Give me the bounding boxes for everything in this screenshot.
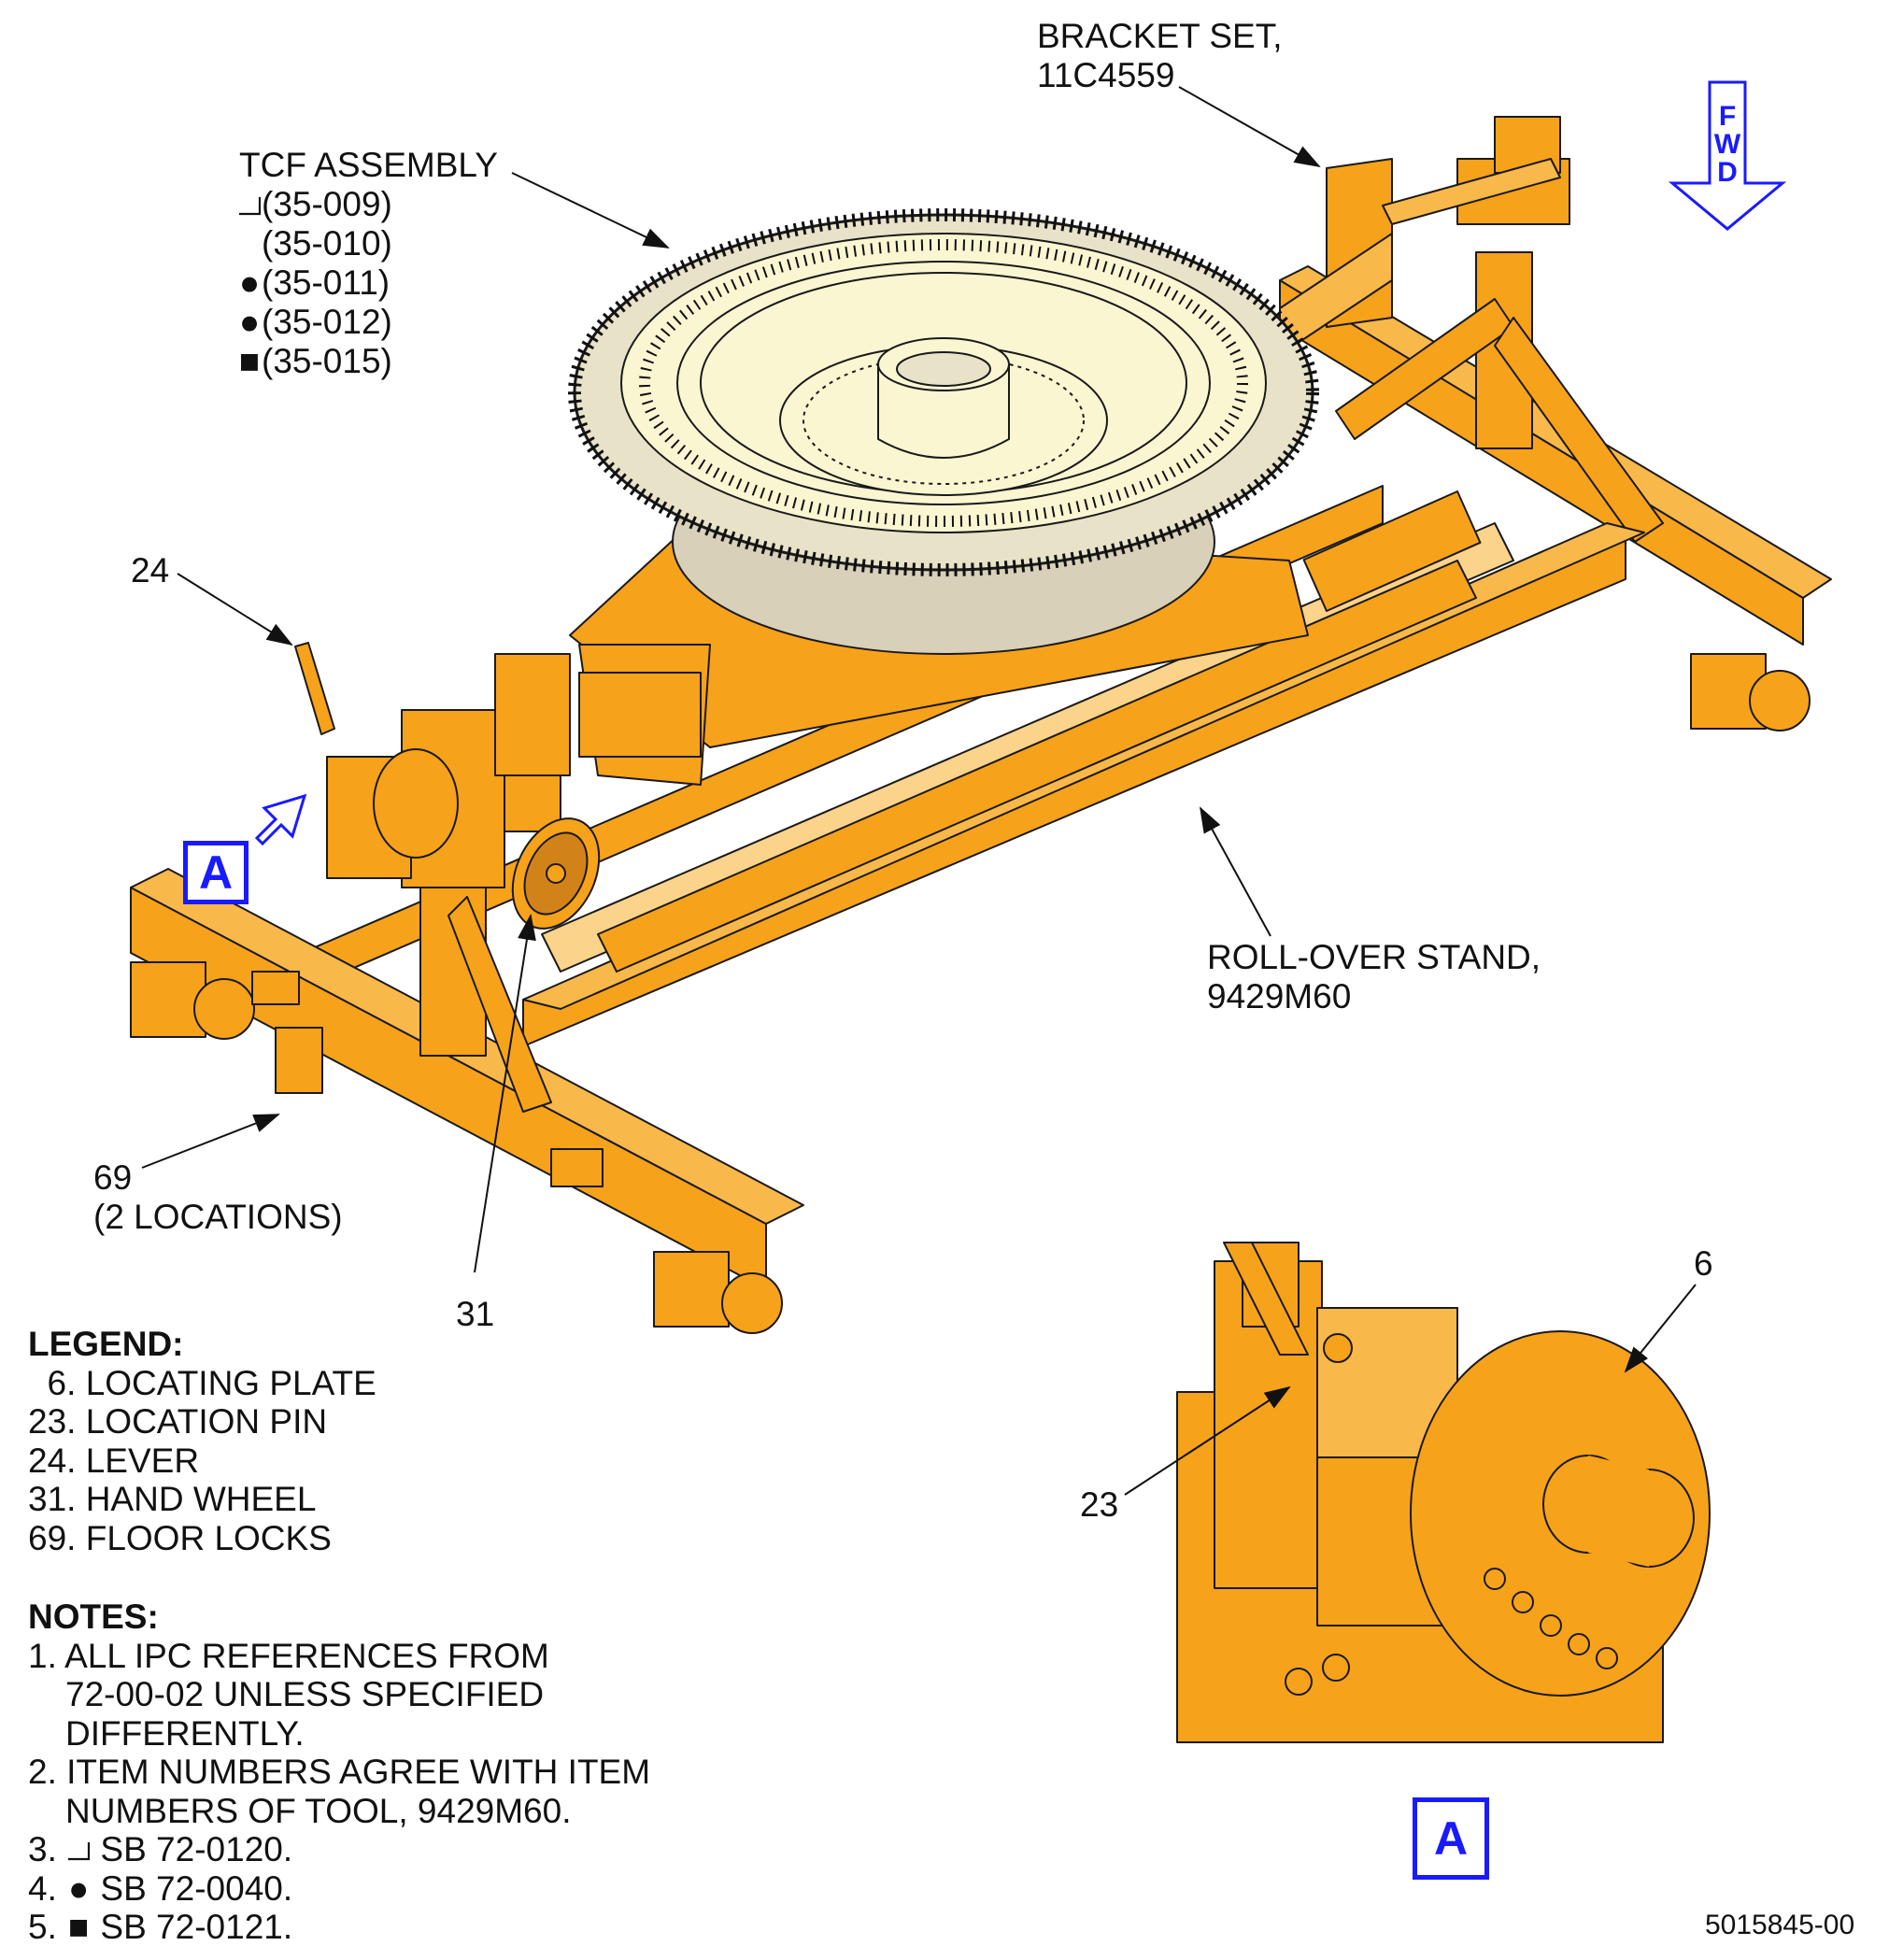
tcf-ref: ■(35-015) — [238, 342, 392, 380]
callout-line: 9429M60 — [1207, 977, 1352, 1016]
note-line: 3. SB 72-0120. — [28, 1830, 293, 1869]
legend: LEGEND: 6. LOCATING PLATE 23. LOCATION P… — [28, 1325, 376, 1557]
square-icon: ■ — [67, 1908, 90, 1946]
callout-bracket-set: BRACKET SET, 11C4559 — [1037, 17, 1283, 95]
view-direction-arrow — [254, 793, 307, 846]
leader-6 — [1624, 1284, 1697, 1373]
fwd-letter: F — [1718, 101, 1737, 132]
detail-view-a — [1176, 1242, 1711, 1743]
tcf-ref: (35-010) — [262, 224, 392, 263]
leader-24 — [177, 573, 293, 646]
leader-31 — [474, 914, 536, 1273]
view-marker-a: A — [183, 841, 249, 904]
leader-tcf — [511, 172, 670, 249]
callout-23: 23 — [1080, 1485, 1119, 1524]
circle-icon: ● — [238, 303, 261, 341]
note-line: 5. ■ SB 72-0121. — [28, 1908, 293, 1946]
leader-roll-over — [1200, 806, 1271, 937]
note-line: 72-00-02 UNLESS SPECIFIED — [65, 1675, 545, 1713]
tcf-ref: (35-009) — [237, 185, 392, 224]
notes: NOTES: 1. ALL IPC REFERENCES FROM 72-00-… — [28, 1598, 650, 1947]
legend-item: 24. LEVER — [28, 1441, 200, 1480]
locating-plate — [373, 748, 459, 859]
legend-item: 31. HAND WHEEL — [28, 1480, 317, 1518]
square-icon: ■ — [238, 342, 261, 380]
note-line: DIFFERENTLY. — [65, 1713, 305, 1753]
lever — [294, 642, 335, 735]
location-pin — [1323, 1333, 1353, 1363]
caster-front-right — [653, 1251, 730, 1328]
callout-31: 31 — [456, 1295, 495, 1333]
tcf-ref: ●(35-012) — [238, 303, 392, 341]
caster-front-left — [130, 961, 206, 1038]
circle-icon: ● — [238, 263, 261, 302]
fwd-letter: D — [1717, 157, 1738, 188]
tcf-ref: ●(35-011) — [238, 263, 391, 302]
callout-24: 24 — [131, 551, 170, 589]
leader-69 — [141, 1114, 280, 1169]
spring — [1302, 490, 1482, 613]
note-line: 1. ALL IPC REFERENCES FROM — [28, 1636, 549, 1675]
legend-title: LEGEND: — [28, 1325, 184, 1363]
view-marker-label: A — [1433, 1812, 1469, 1865]
callout-line: (2 LOCATIONS) — [93, 1198, 343, 1236]
note-line: 2. ITEM NUMBERS AGREE WITH ITEM — [28, 1753, 651, 1791]
tcf-title: TCF ASSEMBLY — [239, 146, 498, 184]
leader-bracket-set — [1178, 86, 1321, 167]
callout-line: ROLL-OVER STAND, — [1207, 938, 1541, 976]
callout-roll-over-stand: ROLL-OVER STAND, 9429M60 — [1207, 938, 1541, 1016]
fwd-letter: W — [1713, 129, 1741, 160]
view-marker-label: A — [198, 846, 234, 899]
view-marker-a-detail: A — [1413, 1797, 1489, 1880]
callout-line: 69 — [93, 1158, 133, 1197]
legend-item: 69. FLOOR LOCKS — [28, 1518, 332, 1557]
callout-69: 69 (2 LOCATIONS) — [93, 1158, 343, 1237]
triangle-icon — [237, 185, 262, 224]
note-line: NUMBERS OF TOOL, 9429M60. — [65, 1791, 572, 1830]
floor-lock — [275, 1027, 323, 1094]
callout-line: 11C4559 — [1037, 56, 1175, 94]
callout-tcf-assembly: TCF ASSEMBLY — [239, 146, 498, 185]
fwd-arrow-icon — [1668, 80, 1787, 231]
leader-23 — [1124, 1385, 1291, 1496]
triangle-icon — [66, 1830, 91, 1869]
legend-item: 6. LOCATING PLATE — [28, 1363, 376, 1402]
callout-line: BRACKET SET, — [1037, 17, 1283, 55]
note-line: 4. ● SB 72-0040. — [28, 1868, 293, 1908]
fwd-letters: F W D — [1713, 103, 1741, 187]
circle-icon: ● — [67, 1868, 90, 1908]
tcf-assembly — [568, 208, 1319, 655]
notes-title: NOTES: — [28, 1598, 159, 1636]
legend-item: 23. LOCATION PIN — [28, 1402, 328, 1441]
callout-6: 6 — [1694, 1244, 1713, 1283]
figure-id: 5015845-00 — [1705, 1910, 1855, 1940]
tcf-ref-list: (35-009) (35-010) ●(35-011) ●(35-012) ■(… — [237, 185, 392, 381]
